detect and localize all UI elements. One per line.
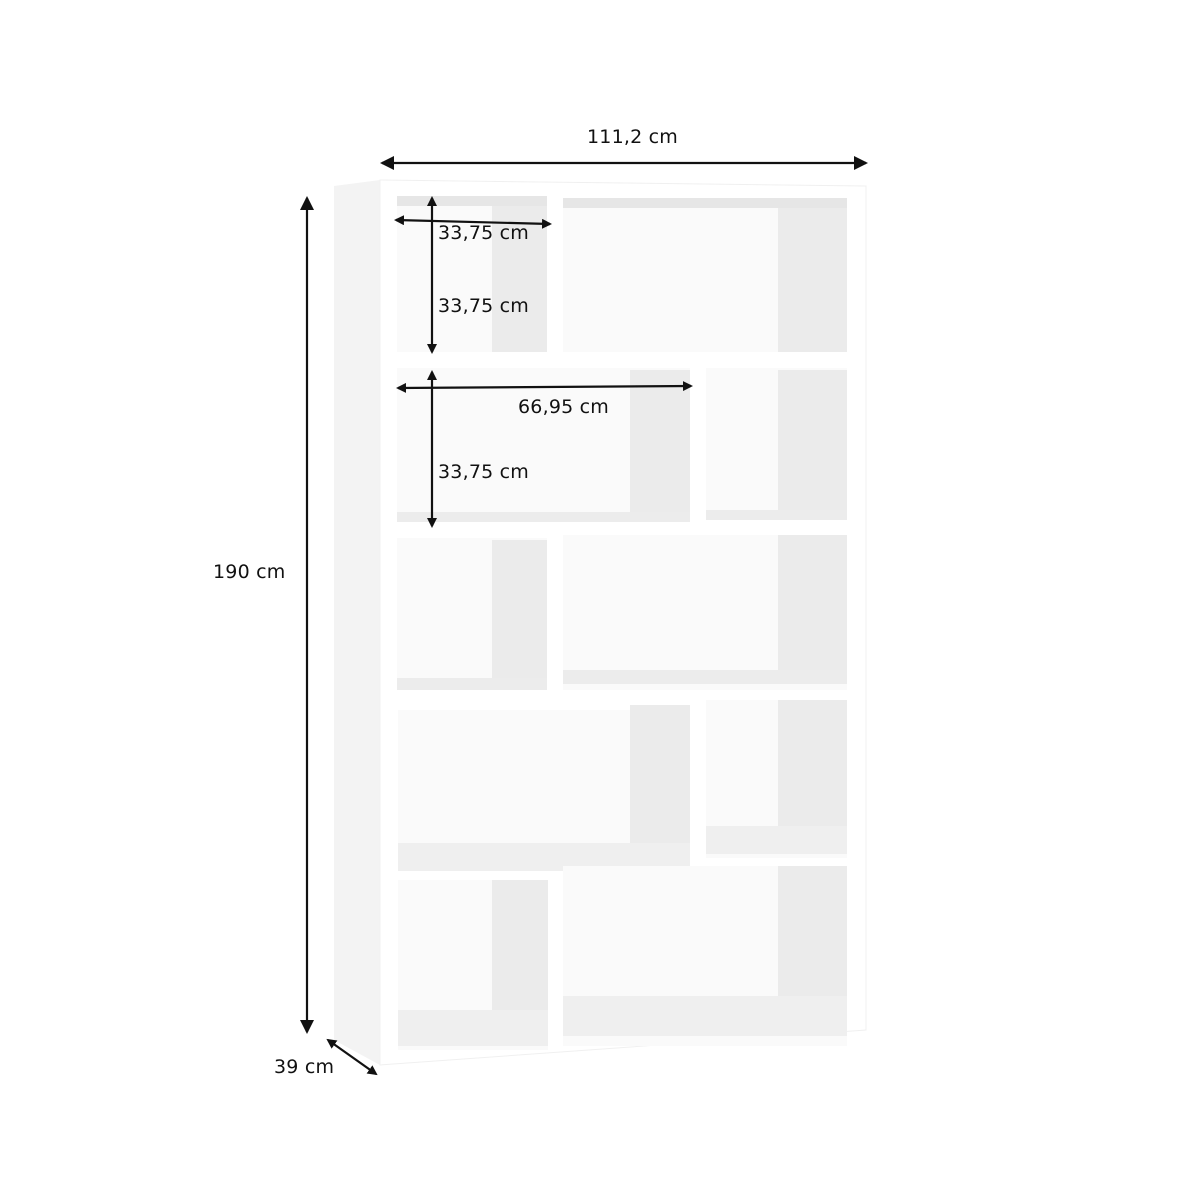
wide-compartment-height-label: 33,75 cm bbox=[438, 461, 529, 483]
depth-label: 39 cm bbox=[274, 1056, 335, 1078]
bookshelf-side-panel bbox=[334, 180, 380, 1065]
height-label: 190 cm bbox=[213, 561, 286, 583]
wide-compartment-width-label: 66,95 cm bbox=[518, 396, 609, 418]
wide-width-arrow-icon bbox=[396, 381, 693, 393]
cube-width-arrow-icon bbox=[394, 215, 552, 229]
depth-arrow-icon bbox=[326, 1038, 378, 1076]
width-label: 111,2 cm bbox=[587, 126, 678, 148]
compartments bbox=[397, 196, 847, 1050]
small-cube-height-label: 33,75 cm bbox=[438, 295, 529, 317]
small-cube-width-label: 33,75 cm bbox=[438, 222, 529, 244]
dimension-lines bbox=[300, 156, 868, 1076]
